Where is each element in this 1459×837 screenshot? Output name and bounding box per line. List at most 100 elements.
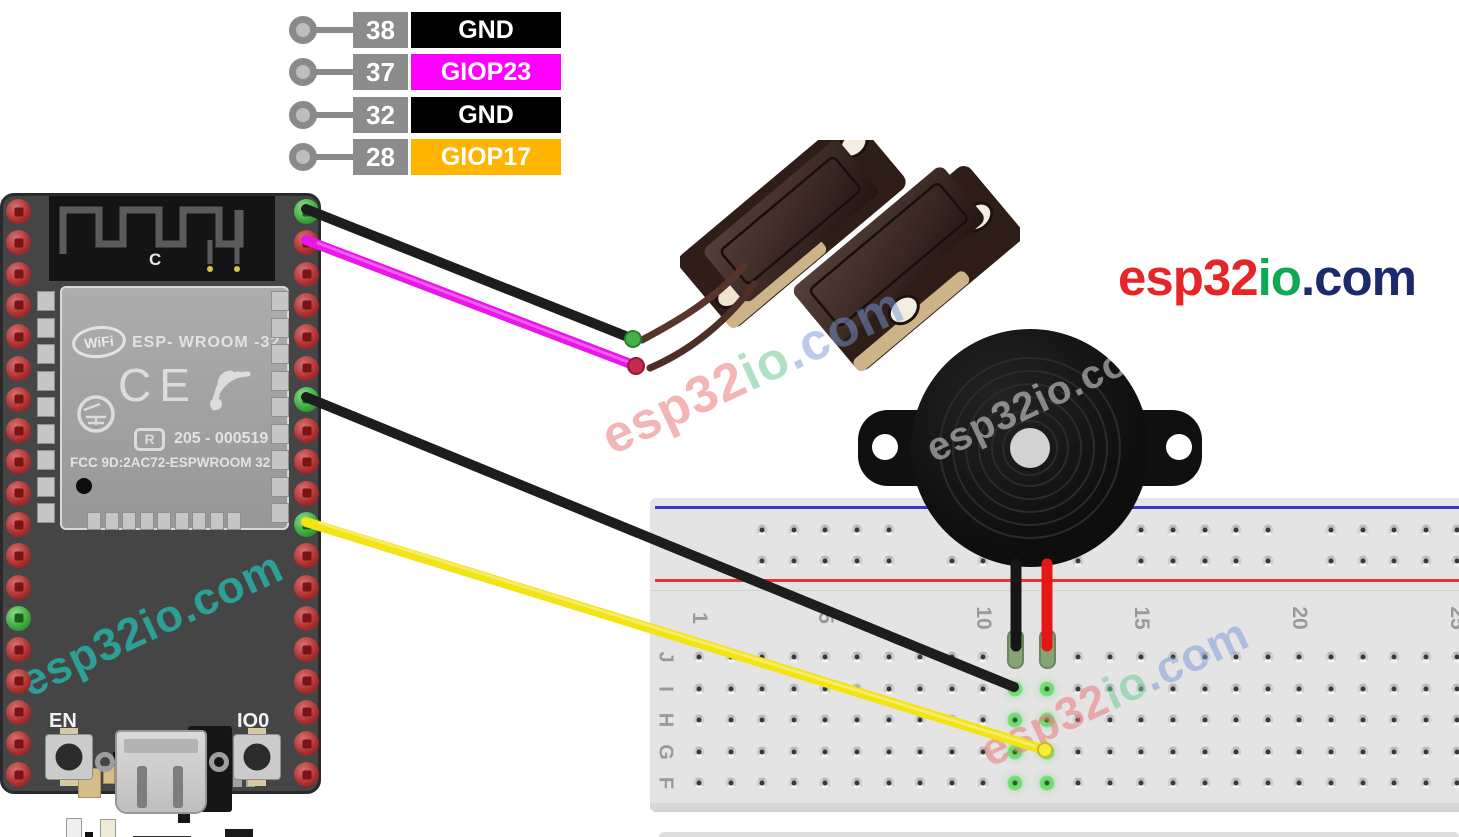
breadboard-row-label: H [654,712,677,728]
breadboard-hole-F11 [1009,777,1021,789]
breadboard-hole-J4 [788,651,800,663]
site-logo: esp32io.com [1118,248,1417,307]
espressif-logo [210,370,251,411]
breadboard-hole-G17 [1199,746,1211,757]
callout-line [316,27,354,33]
breadboard-rail-hole [1230,524,1242,536]
watermark-esp32: esp32io.com [12,540,291,707]
breadboard-hole-I17 [1199,683,1211,694]
breadboard-hole-H14 [1104,714,1116,726]
wire-gnd38-to-sensor [301,204,638,344]
breadboard-hole-G3 [756,746,768,757]
breadboard-hole-H8 [914,714,926,726]
pcb-pad [192,512,206,530]
pin-label: GND [411,12,561,48]
pcb-pad [37,370,55,391]
breadboard-hole-F17 [1199,777,1211,789]
r-certification-box: R [134,428,165,451]
esp32-left-pin-8 [6,418,31,444]
pcb-pad [37,450,55,470]
breadboard-rail-hole [1420,555,1432,567]
breadboard-hole-F14 [1104,777,1116,789]
pcb-pad [139,512,154,530]
breadboard-hole-F18 [1230,777,1242,789]
esp32-right-pin-5 [294,324,319,350]
breadboard-hole-H4 [788,714,800,726]
breadboard-hole-J25 [1451,651,1459,663]
esp32-right-pin-6 [294,355,319,381]
esp32-right-pin-13 [294,574,319,600]
breadboard-hole-G22 [1357,746,1369,757]
pcb-pad [157,512,171,530]
breadboard-column-label: 25 [1446,606,1459,630]
breadboard-row-label: F [654,776,677,790]
breadboard-hole-J2 [725,651,737,663]
breadboard-hole-H22 [1357,714,1369,726]
breadboard-hole-I14 [1104,683,1116,694]
pin-callout-row: 38 GND [0,12,600,48]
breadboard-hole-H20 [1293,714,1305,726]
esp32-devkit-board: C WiFi ESP- WROOM -32 CE R 205 - 000519 [0,193,321,837]
esp32-right-pin-18 [294,731,319,757]
breadboard-hole-J6 [851,651,863,663]
breadboard-hole-H1 [693,714,705,726]
led [66,818,82,837]
breadboard-hole-G7 [883,746,895,757]
pin-number: 38 [353,12,408,48]
breadboard-hole-F22 [1357,777,1369,789]
breadboard-hole-J17 [1199,651,1211,663]
breadboard-hole-G16 [1167,746,1179,757]
antenna-test-pad [207,266,213,272]
pin-number: 32 [353,97,408,133]
pcb-pad [271,397,289,417]
pcb-pad [271,291,289,311]
breadboard-hole-G1 [693,746,705,757]
esp32-right-pin-10 [294,480,319,506]
text-segment: io [1257,249,1302,306]
esp32-left-pin-17 [6,699,31,725]
breadboard-hole-G4 [788,746,800,757]
pcb-pad [37,317,55,338]
breadboard-hole-H23 [1388,714,1400,726]
pin-callout-row: 28 GIOP17 [0,139,600,175]
breadboard-hole-J14 [1104,651,1116,663]
breadboard-hole-H3 [756,714,768,726]
usb-anchor [95,752,115,772]
pin-dot-icon [289,143,317,171]
wire-highlight [316,241,630,364]
pin-callout-legend: 38 GND 37 GIOP23 32 GND 28 GIOP17 [0,0,600,190]
io0-button-label: IO0 [237,710,270,732]
pcb-pad [37,397,55,417]
breadboard-hole-J9 [946,651,958,663]
pcb-pad [209,512,224,530]
breadboard-hole-I21 [1325,683,1337,694]
en-button-label: EN [49,710,77,732]
pin-callout-row: 32 GND [0,97,600,133]
breadboard-hole-F3 [756,777,768,789]
breadboard-hole-F1 [693,777,705,789]
esp32-left-pin-5 [6,324,31,350]
breadboard-rail-hole [1230,555,1242,567]
breadboard-column-label: 10 [972,606,996,630]
smd-part [178,813,190,823]
breadboard-column-label: 15 [1130,606,1154,630]
breadboard-hole-F7 [883,777,895,789]
breadboard-hole-H5 [819,714,831,726]
breadboard-red-rail-line [655,579,1459,582]
pin-label: GIOP17 [411,139,561,175]
breadboard-hole-J10 [977,651,989,663]
pcb-pad [271,503,289,523]
breadboard-hole-H21 [1325,714,1337,726]
micro-usb-connector [115,730,207,814]
breadboard-rail-hole [1420,524,1432,536]
callout-line [316,154,354,160]
breadboard-hole-I1 [693,683,705,694]
pcb-pad [122,512,136,530]
pcb-pad [271,476,289,497]
callout-line [316,112,354,118]
esp-wroom-32-shield: WiFi ESP- WROOM -32 CE R 205 - 000519 FC… [60,286,289,530]
breadboard-hole-J18 [1230,651,1242,663]
breadboard-rail-hole [1357,524,1369,536]
breadboard-hole-G8 [914,746,926,757]
esp32-left-pin-14 [6,605,31,631]
